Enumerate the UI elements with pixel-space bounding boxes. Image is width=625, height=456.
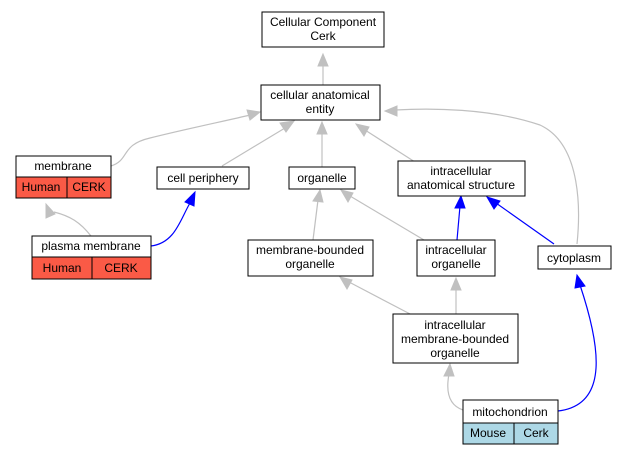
- node-cell-periphery[interactable]: cell periphery: [156, 166, 250, 190]
- edge-mitochondrion-to-imbo: [447, 373, 464, 411]
- edge-cytoplasm-to-ias: [495, 202, 555, 245]
- node-label-line: organelle: [285, 257, 335, 271]
- node-cellular-component-cerk[interactable]: Cellular Component Cerk: [261, 11, 385, 48]
- arrow-mitochondrion-to-cytoplasm: [574, 273, 586, 289]
- edge-plasmamembrane-to-cellperiphery: [150, 202, 191, 247]
- arrow-io-to-ias: [454, 194, 466, 209]
- node-label-line: cell periphery: [167, 171, 238, 185]
- node-cytoplasm[interactable]: cytoplasm: [537, 245, 612, 270]
- edge-mitochondrion-to-cytoplasm: [557, 284, 597, 412]
- node-label-line: cellular anatomical: [270, 88, 369, 102]
- node-label-line: anatomical structure: [407, 178, 515, 192]
- badge-species-label: Human: [43, 261, 82, 275]
- node-intracellular-organelle[interactable]: intracellular organelle: [416, 239, 496, 277]
- edge-cytoplasm-to-cae: [394, 108, 580, 245]
- arrow-cytoplasm-to-cae: [383, 105, 398, 117]
- arrow-imbo-to-mbo: [338, 276, 353, 291]
- node-label-line: membrane-bounded: [256, 243, 364, 257]
- node-organelle[interactable]: organelle: [288, 166, 356, 190]
- node-membrane[interactable]: membrane: [15, 155, 112, 178]
- arrow-mbo-to-organelle: [312, 188, 324, 203]
- node-mitochondrion[interactable]: mitochondrion: [462, 399, 559, 424]
- arrow-cae-to-cc: [317, 52, 329, 67]
- node-label-line: organelle: [430, 346, 480, 360]
- arrow-plasmamembrane-to-cellperiphery: [184, 190, 196, 207]
- arrow-imbo-to-io: [450, 276, 462, 291]
- node-plasma-membrane[interactable]: plasma membrane: [31, 235, 152, 258]
- badge-species-label: Human: [22, 180, 61, 194]
- arrow-cytoplasm-to-ias: [485, 196, 501, 210]
- node-label-line: organelle: [297, 171, 347, 185]
- edge-io-to-ias: [456, 205, 461, 241]
- edge-ias-to-cae: [364, 129, 416, 163]
- badge-cell: [91, 256, 152, 280]
- node-intracellular-anatomical-structure[interactable]: intracellular anatomical structure: [397, 160, 526, 197]
- node-label-line: membrane-bounded: [401, 332, 509, 346]
- node-label-line: mitochondrion: [472, 405, 547, 419]
- node-label-line: intracellular: [430, 164, 491, 178]
- badge-gene-label: CERK: [72, 180, 105, 194]
- edge-membrane-to-cae: [110, 114, 251, 167]
- arrow-ias-to-cae: [354, 123, 370, 137]
- node-label-line: entity: [306, 102, 335, 116]
- edge-imbo-to-mbo: [348, 281, 413, 316]
- node-label-line: plasma membrane: [41, 239, 141, 253]
- node-label-line: organelle: [431, 257, 481, 271]
- edge-cellperiphery-to-cae: [221, 127, 286, 167]
- node-label-line: Cellular Component: [270, 15, 377, 29]
- node-label-line: intracellular: [425, 243, 486, 257]
- arrow-io-to-organelle: [339, 189, 354, 204]
- badge-membrane: Human CERK: [15, 176, 112, 199]
- arrow-organelle-to-cae: [316, 120, 328, 135]
- arrow-mitochondrion-to-imbo: [443, 362, 455, 377]
- edge-mbo-to-organelle: [312, 199, 319, 241]
- badge-cell: [513, 422, 559, 445]
- node-label-line: intracellular: [424, 318, 485, 332]
- edge-plasmamembrane-to-membrane: [53, 211, 92, 237]
- badge-gene-label: Cerk: [523, 426, 549, 440]
- node-label-line: membrane: [34, 159, 92, 173]
- arrow-membrane-to-cae: [246, 109, 262, 121]
- badge-gene-label: CERK: [104, 261, 137, 275]
- node-membrane-bounded-organelle[interactable]: membrane-bounded organelle: [247, 239, 374, 277]
- badge-mitochondrion: Mouse Cerk: [462, 422, 559, 445]
- badge-cell: [66, 176, 112, 199]
- node-cellular-anatomical-entity[interactable]: cellular anatomical entity: [260, 84, 381, 121]
- badge-plasma-membrane: Human CERK: [31, 256, 152, 280]
- arrow-plasmamembrane-to-membrane: [45, 202, 56, 219]
- node-label-line: Cerk: [310, 29, 336, 43]
- node-label-line: cytoplasm: [547, 251, 601, 265]
- badge-species-label: Mouse: [470, 426, 506, 440]
- edges: [45, 52, 597, 412]
- edge-io-to-organelle: [349, 195, 425, 241]
- arrow-cellperiphery-to-cae: [279, 120, 296, 133]
- node-intracellular-membrane-bounded-organelle[interactable]: intracellular membrane-bounded organelle: [392, 313, 519, 364]
